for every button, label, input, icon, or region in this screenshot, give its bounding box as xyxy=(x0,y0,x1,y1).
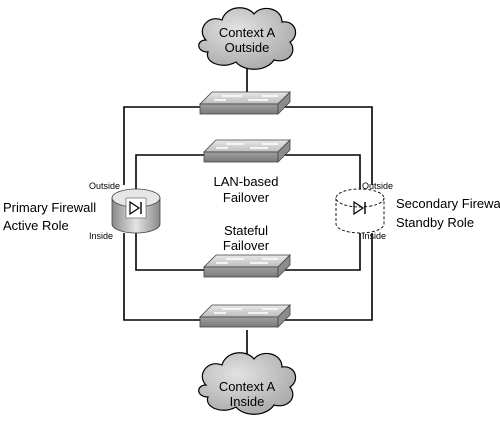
cloud-outside-icon xyxy=(198,7,297,70)
stateful-failover-label-line1: Stateful xyxy=(223,223,269,238)
switch-stateful-failover-icon xyxy=(203,254,291,278)
cloud-inside-icon xyxy=(198,352,297,415)
stateful-failover-label-line2: Failover xyxy=(222,238,270,253)
primary-outside-label: Outside xyxy=(89,181,121,191)
secondary-firewall-title: Secondary Firewall xyxy=(396,196,500,211)
primary-firewall-icon xyxy=(111,188,161,234)
cloud-inside-label-line2: Inside xyxy=(229,394,265,409)
cloud-outside-label-line2: Outside xyxy=(224,40,270,55)
lan-failover-label-line2: Failover xyxy=(222,190,270,205)
lan-failover-label-line1: LAN-based xyxy=(213,174,279,189)
secondary-firewall-icon xyxy=(335,188,385,234)
switch-outside-icon xyxy=(199,91,291,115)
secondary-inside-label: Inside xyxy=(362,231,387,241)
switch-lan-failover-icon xyxy=(203,139,291,163)
primary-firewall-role: Active Role xyxy=(3,218,69,233)
secondary-outside-label: Outside xyxy=(362,181,394,191)
cloud-outside-label-line1: Context A xyxy=(218,25,276,40)
cloud-inside-label-line1: Context A xyxy=(218,379,276,394)
switch-inside-icon xyxy=(199,304,291,328)
primary-firewall-title: Primary Firewall xyxy=(3,200,97,215)
secondary-firewall-role: Standby Role xyxy=(396,215,475,230)
primary-inside-label: Inside xyxy=(89,231,114,241)
